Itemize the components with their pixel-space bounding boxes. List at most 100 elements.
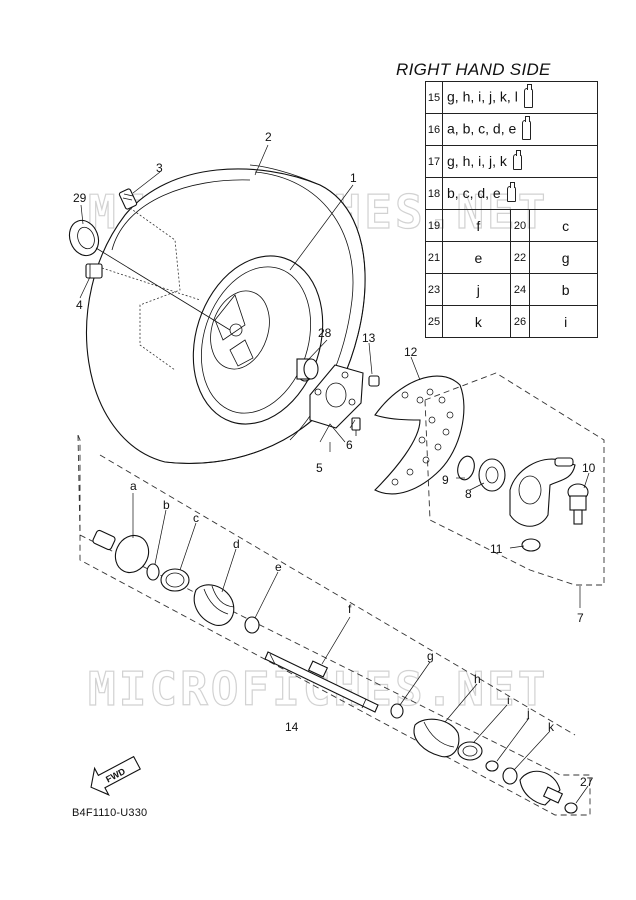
legend-pair-row: 21 e 22 g: [425, 241, 598, 274]
band-c: [160, 568, 190, 592]
callout-10: 10: [582, 461, 596, 475]
legend-row-value: b, c, d, e: [442, 177, 598, 210]
legend-pair-row: 19 f 20 c: [425, 209, 598, 242]
disc-bolt: [368, 375, 380, 387]
callout-29: 29: [73, 191, 87, 205]
legend-row-number: 23: [425, 273, 443, 306]
outer-cv-joint: [92, 529, 150, 574]
legend-row-value: c: [529, 209, 598, 242]
ball-joint: [567, 483, 589, 525]
legend-row-value: e: [442, 241, 511, 274]
callout-c: c: [193, 511, 199, 525]
callout-d: d: [233, 537, 240, 551]
callout-h: h: [474, 672, 481, 686]
legend-row: 15 g, h, i, j, k, l: [425, 81, 598, 114]
axle-centerline: [95, 247, 231, 331]
retaining-clip: [521, 538, 541, 552]
legend-row-value: k: [442, 305, 511, 338]
legend-row-value: g, h, i, j, k: [442, 145, 598, 178]
legend-row-number: 15: [425, 81, 443, 114]
washer-k: [502, 767, 518, 785]
legend-row-number: 20: [509, 209, 531, 242]
callout-f: f: [348, 602, 352, 616]
callout-9: 9: [442, 473, 449, 487]
legend-row-text: a, b, c, d, e: [447, 120, 517, 137]
legend-row-text: g, h, i, j, k: [447, 152, 507, 169]
legend-row-value: g, h, i, j, k, l: [442, 81, 598, 114]
leader-lines: [79, 144, 590, 804]
band-b: [146, 563, 160, 581]
callout-6: 6: [346, 438, 353, 452]
legend-title: RIGHT HAND SIDE: [396, 60, 551, 79]
callout-1: 1: [350, 171, 357, 185]
legend-row-value: a, b, c, d, e: [442, 113, 598, 146]
legend-row-number: 16: [425, 113, 443, 146]
callout-13: 13: [362, 331, 376, 345]
legend-pair-row: 23 j 24 b: [425, 273, 598, 306]
fwd-arrow-icon: FWD: [90, 755, 141, 796]
callout-5: 5: [316, 461, 323, 475]
callout-28: 28: [318, 326, 332, 340]
circlip-j: [485, 760, 499, 772]
callout-14: 14: [285, 720, 299, 734]
legend-row-number: 19: [425, 209, 443, 242]
callout-a: a: [130, 479, 137, 493]
legend-row-text: b, c, d, e: [447, 184, 501, 201]
legend-row: 18 b, c, d, e: [425, 177, 598, 210]
callout-8: 8: [465, 487, 472, 501]
drawing-code: B4F1110-U330: [72, 807, 148, 819]
legend-row-number: 22: [509, 241, 531, 274]
wheel-nut: [85, 263, 103, 279]
callout-3: 3: [156, 161, 163, 175]
brake-disc: [374, 375, 465, 495]
spacer: [296, 358, 319, 382]
callout-i: i: [507, 693, 510, 707]
lubrication-legend-table: 15 g, h, i, j, k, l 16 a, b, c, d, e 17 …: [425, 81, 598, 338]
grease-tube-icon: [522, 115, 532, 140]
legend-row-value: j: [442, 273, 511, 306]
circlip: [457, 455, 475, 481]
boot-d: [193, 584, 235, 626]
inner-cv-joint: [519, 770, 564, 806]
callout-4: 4: [76, 298, 83, 312]
wheel-stud: [118, 188, 138, 210]
callout-7: 7: [577, 611, 584, 625]
wheel-rim: [192, 255, 324, 425]
legend-row-number: 24: [509, 273, 531, 306]
legend-row-number: 18: [425, 177, 443, 210]
legend-row: 17 g, h, i, j, k: [425, 145, 598, 178]
legend-row-value: i: [529, 305, 598, 338]
bearing: [478, 458, 506, 492]
legend-pair-row: 25 k 26 i: [425, 305, 598, 338]
nut-path: [101, 267, 201, 301]
grease-tube-small-icon: [512, 150, 522, 171]
grease-tube-icon: [523, 83, 533, 108]
legend-row-number: 25: [425, 305, 443, 338]
band-e: [244, 616, 260, 634]
legend-row-value: g: [529, 241, 598, 274]
callout-12: 12: [404, 345, 418, 359]
legend-row: 16 a, b, c, d, e: [425, 113, 598, 146]
legend-row-text: g, h, i, j, k, l: [447, 88, 518, 105]
callout-e: e: [275, 560, 282, 574]
callout-27: 27: [580, 775, 594, 789]
band-g: [390, 703, 404, 719]
steering-knuckle: [509, 457, 576, 527]
callout-g: g: [427, 649, 434, 663]
grease-tube-small-icon: [506, 182, 516, 203]
boot-h: [413, 718, 460, 758]
wheel-hub: [309, 364, 364, 429]
legend-row-value: b: [529, 273, 598, 306]
legend-row-number: 17: [425, 145, 443, 178]
hub-bolt: [351, 417, 361, 436]
callout-j: j: [526, 706, 530, 720]
drive-shaft-group-boundary: [77, 434, 591, 816]
legend-row-value: f: [442, 209, 511, 242]
wheel-cap: [68, 219, 100, 257]
drive-shaft-top-line: [99, 454, 576, 736]
callout-k: k: [548, 720, 555, 734]
callout-2: 2: [265, 130, 272, 144]
drive-shaft: [264, 651, 379, 713]
snap-ring: [564, 802, 578, 814]
